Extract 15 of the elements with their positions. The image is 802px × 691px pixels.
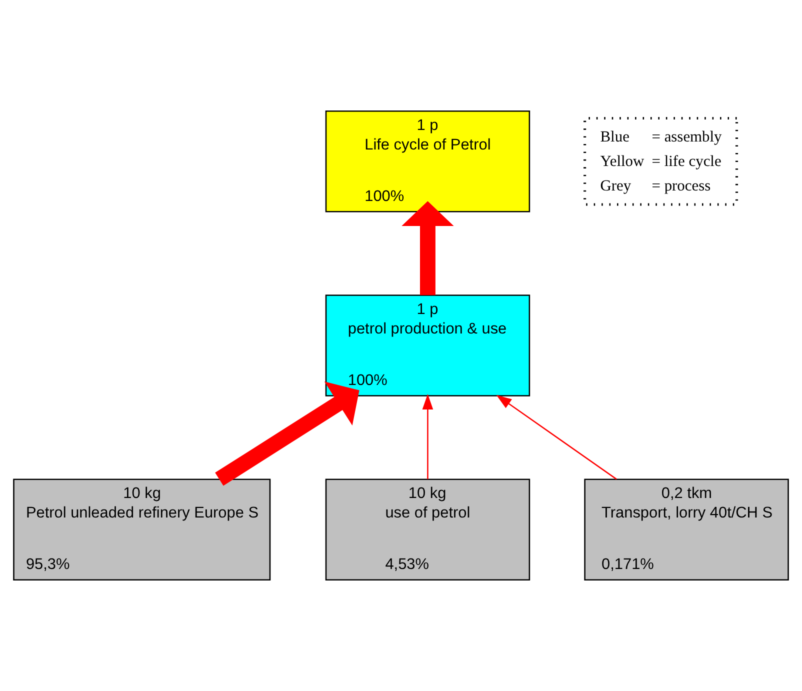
- label: = assembly: [652, 128, 722, 146]
- arrow: [402, 201, 454, 296]
- arrow: [496, 394, 617, 480]
- label: Blue: [600, 128, 630, 146]
- label: Grey: [600, 177, 632, 194]
- label: = life cycle: [652, 153, 722, 170]
- node-box: 1 p petrol production & use 100%: [325, 294, 530, 396]
- arrow: [422, 394, 434, 480]
- node-box: 0,2 tkm Transport, lorry 40t/CH S 0,171%: [584, 478, 789, 580]
- node-box: 1 p Life cycle of Petrol 100%: [325, 110, 530, 212]
- node-box: 10 kg Petrol unleaded refinery Europe S 95,3%: [13, 478, 271, 580]
- arrow: [215, 382, 360, 486]
- label: Yellow: [600, 153, 644, 170]
- label: = process: [652, 177, 711, 194]
- node-box: 10 kg use of petrol 4,53%: [325, 478, 530, 580]
